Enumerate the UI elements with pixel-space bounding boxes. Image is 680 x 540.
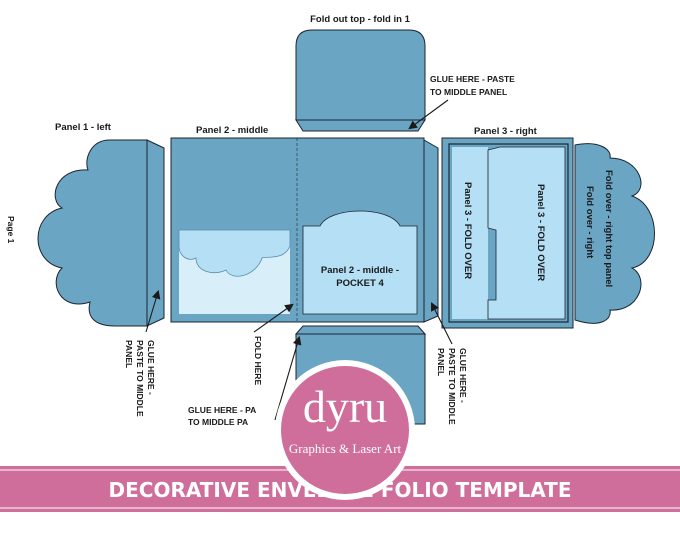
- label-glue-top-2: TO MIDDLE PANEL: [430, 87, 507, 97]
- label-page: Page 1: [6, 216, 16, 244]
- right-glue-tab: [423, 139, 439, 323]
- pocket-4-shape: [302, 210, 418, 315]
- right-pocket-b: [487, 146, 566, 320]
- label-glue-left-2: PASTE TO MIDDLE: [135, 340, 145, 417]
- logo-name: dyru: [303, 381, 387, 432]
- label-glue-bottom-2: TO MIDDLE PA: [188, 417, 248, 427]
- arrow-glue-left: [145, 289, 161, 333]
- arrow-glue-top: [408, 99, 449, 130]
- right-panel-inner-border: [448, 143, 569, 323]
- left-scallop-shape: [37, 139, 148, 327]
- label-glue-bottom-1: GLUE HERE - PA: [188, 405, 256, 415]
- logo-circle: [281, 366, 409, 494]
- logo-tagline: Graphics & Laser Art: [289, 441, 402, 456]
- label-glue-right-3: PANEL: [436, 348, 446, 376]
- panel-2-middle: [170, 137, 439, 323]
- label-glue-right-1: GLUE HERE -: [458, 348, 468, 403]
- dyru-logo: dyru Graphics & Laser Art: [275, 360, 415, 500]
- left-pocket-scallop: [178, 229, 291, 277]
- left-glue-tab: [146, 139, 165, 327]
- right-flap: [574, 143, 655, 324]
- label-glue-left-1: GLUE HERE -: [146, 340, 156, 395]
- label-p3-fold-b: Panel 3 - FOLD OVER: [535, 184, 546, 281]
- label-panel-3: Panel 3 - right: [474, 126, 538, 137]
- label-glue-left-3: PANEL: [124, 340, 134, 368]
- label-panel-1: Panel 1 - left: [55, 122, 112, 133]
- label-right-flap-2: Fold over - right: [584, 186, 595, 259]
- right-scallop-shape: [574, 143, 655, 324]
- arrows: [145, 99, 453, 421]
- top-flap: [295, 29, 426, 132]
- label-glue-top-1: GLUE HERE - PASTE: [430, 74, 515, 84]
- arrow-fold-here: [253, 303, 294, 333]
- label-right-flap-1: Fold over - right top panel: [603, 170, 614, 287]
- label-p3-fold-a: Panel 3 - FOLD OVER: [462, 182, 473, 279]
- label-pocket-1: Panel 2 - middle -: [321, 265, 399, 276]
- arrow-glue-bottom: [274, 335, 302, 421]
- top-flap-glue-tab: [295, 119, 426, 132]
- right-pocket-a: [452, 147, 488, 319]
- label-pocket-2: POCKET 4: [336, 278, 384, 289]
- label-panel-2: Panel 2 - middle: [196, 125, 268, 136]
- label-fold-here: FOLD HERE: [253, 336, 263, 385]
- panel-3-right: [441, 137, 574, 329]
- panel-1-left: [37, 139, 165, 327]
- arrow-glue-right: [431, 302, 453, 345]
- bottom-flap-glue-tab: [294, 325, 427, 335]
- label-fold-out-top: Fold out top - fold in 1: [310, 14, 410, 25]
- top-flap-shape: [295, 29, 426, 121]
- label-glue-right-2: PASTE TO MIDDLE: [447, 348, 457, 425]
